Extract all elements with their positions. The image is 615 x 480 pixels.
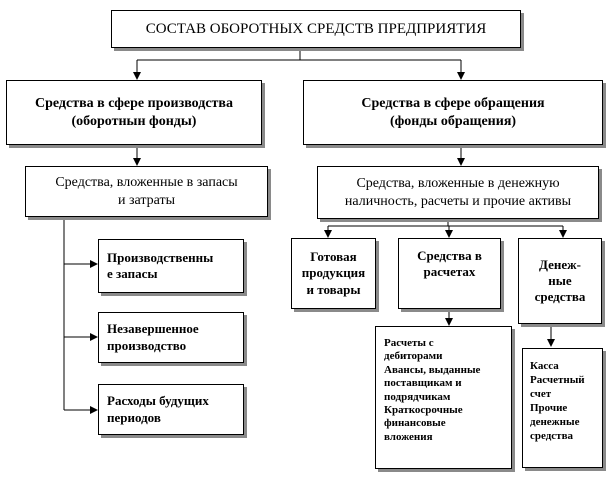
settlements-detail-item: Краткосрочные: [384, 404, 463, 417]
monetary-line-1: Средства, вложенные в денежную: [356, 176, 560, 191]
settlements-detail-box: Расчеты с дебиторами Авансы, выданные по…: [375, 326, 512, 469]
finished-goods-box: Готовая продукция и товары: [291, 238, 376, 309]
settlements-detail-item: вложения: [384, 430, 433, 443]
stocks-line-1: Средства, вложенные в запасы: [55, 175, 238, 190]
settlements-detail-item: финансовые: [384, 417, 446, 430]
settlements-line-1: Средства в: [417, 248, 482, 263]
cash-box: Денеж- ные средства: [518, 238, 602, 324]
monetary-line-2: наличность, расчеты и прочие активы: [344, 193, 572, 209]
future-expenses-line-1: Расходы будущих: [107, 393, 209, 409]
production-sphere-box: Средства в сфере производства (оборотнын…: [6, 80, 262, 145]
settlements-detail-item: дебиторами: [384, 350, 443, 363]
monetary-box: Средства, вложенные в денежную наличност…: [317, 166, 599, 219]
circulation-line-1: Средства в сфере обращения: [361, 96, 545, 111]
settlements-box: Средства в расчетах: [398, 238, 501, 309]
settlements-detail-item: Расчеты с: [384, 337, 434, 349]
title-box: СОСТАВ ОБОРОТНЫХ СРЕДСТВ ПРЕДПРИЯТИЯ: [111, 10, 521, 48]
work-in-progress-line-1: Незавершенное: [107, 321, 199, 337]
cash-detail-item: Прочие: [530, 402, 568, 415]
cash-detail-item: Касса: [530, 360, 559, 372]
cash-detail-item: денежные: [530, 416, 580, 429]
cash-detail-box: Касса Расчетный счет Прочие денежные сре…: [522, 348, 603, 468]
work-in-progress-box: Незавершенное производство: [98, 312, 244, 363]
finished-goods-line-1: Готовая: [310, 249, 357, 265]
cash-detail-item: средства: [530, 430, 574, 443]
circulation-line-2: (фонды обращения): [389, 113, 517, 129]
finished-goods-line-2: продукция: [301, 265, 366, 281]
diagram-title: СОСТАВ ОБОРОТНЫХ СРЕДСТВ ПРЕДПРИЯТИЯ: [145, 20, 487, 37]
cash-line-2: ные: [548, 272, 572, 288]
production-stocks-box: Производственны е запасы: [98, 239, 244, 293]
future-expenses-box: Расходы будущих периодов: [98, 384, 244, 435]
settlements-detail-item: Авансы, выданные: [384, 363, 481, 376]
settlements-detail-item: подрядчикам: [384, 390, 451, 403]
production-line-2: (оборотнын фонды): [71, 113, 197, 129]
cash-line-1: Денеж-: [539, 256, 581, 272]
finished-goods-line-3: и товары: [306, 281, 361, 297]
cash-detail-item: счет: [530, 388, 552, 401]
settlements-line-2: расчетах: [423, 264, 476, 280]
cash-detail-item: Расчетный: [530, 374, 585, 387]
future-expenses-line-2: периодов: [107, 409, 161, 425]
production-stocks-line-2: е запасы: [107, 266, 158, 281]
stocks-line-2: и затраты: [117, 192, 176, 208]
cash-line-3: средства: [534, 289, 586, 305]
circulation-sphere-box: Средства в сфере обращения (фонды обраще…: [303, 80, 603, 145]
settlements-detail-item: поставщикам и: [384, 377, 462, 390]
work-in-progress-line-2: производство: [107, 337, 187, 353]
production-stocks-line-1: Производственны: [107, 249, 214, 265]
production-line-1: Средства в сфере производства: [35, 96, 233, 111]
stocks-box: Средства, вложенные в запасы и затраты: [25, 166, 268, 217]
